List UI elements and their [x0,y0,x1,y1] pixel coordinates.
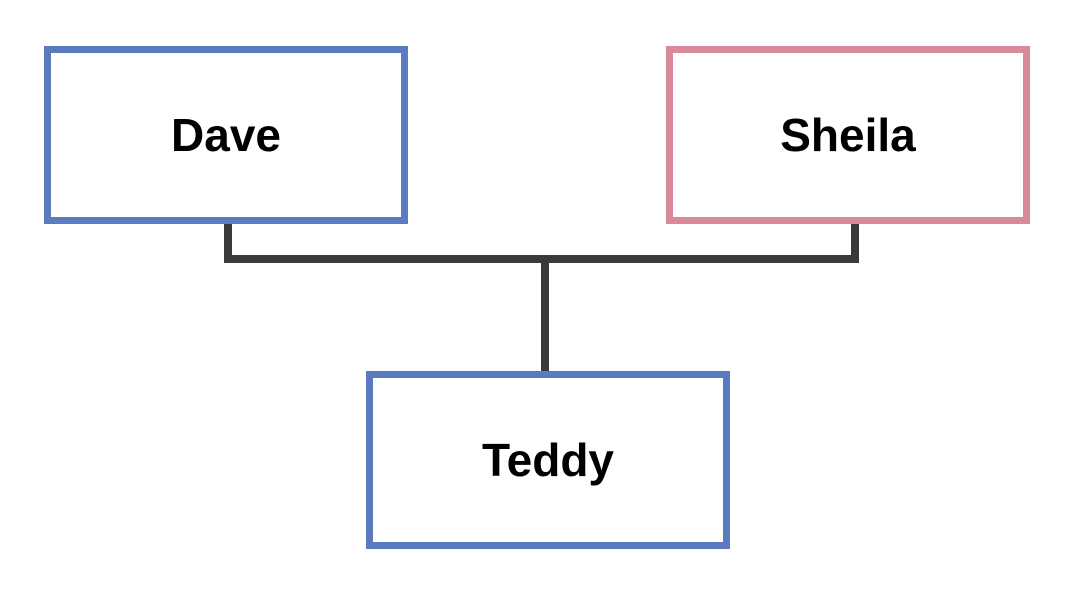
person-box-teddy[interactable]: Teddy [366,371,730,549]
person-box-sheila[interactable]: Sheila [666,46,1030,224]
parent-connector-line [224,224,859,263]
person-name-teddy: Teddy [481,434,615,486]
person-name-dave: Dave [171,109,281,161]
person-name-sheila: Sheila [780,109,916,161]
person-box-dave[interactable]: Dave [44,46,408,224]
